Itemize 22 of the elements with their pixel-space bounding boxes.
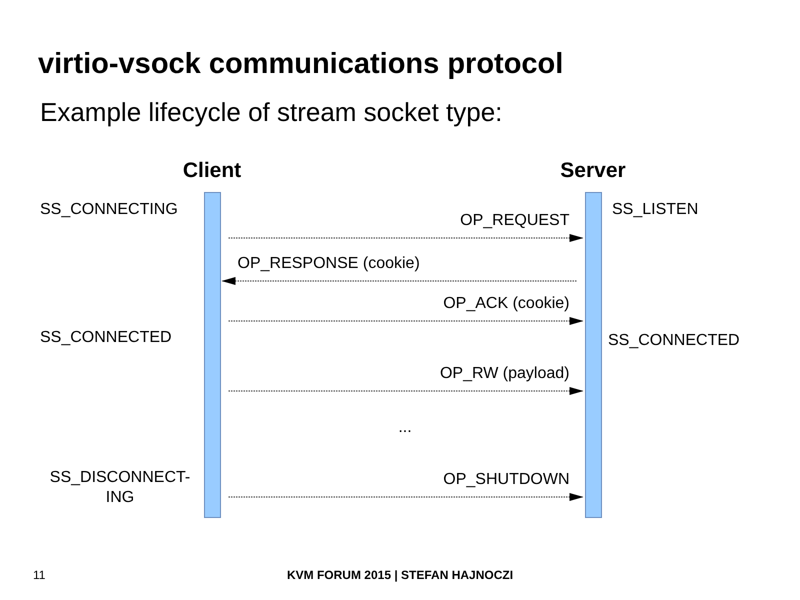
state-label: SS_LISTEN — [612, 200, 700, 220]
state-label: SS_DISCONNECT- ING — [48, 468, 192, 508]
message-arrow — [228, 387, 584, 395]
edge-label: OP_REQUEST — [460, 211, 570, 231]
state-label: SS_CONNECTED — [608, 331, 741, 351]
footer-text: 11 — [33, 567, 46, 583]
subtitle: Example lifecycle of stream socket type: — [40, 96, 504, 128]
message-arrow — [228, 234, 584, 242]
edge-label: OP_SHUTDOWN — [443, 470, 570, 490]
state-label: SS_CONNECTED — [40, 328, 173, 348]
state-label: SS_CONNECTING — [40, 200, 179, 220]
lifeline-heading: Server — [560, 158, 626, 184]
message-arrow — [228, 493, 584, 501]
slide-title: virtio-vsock communications protocol — [38, 47, 564, 82]
ellipsis: ... — [397, 418, 413, 438]
footer-text: KVM FORUM 2015 | STEFAN HAJNOCZI — [286, 567, 514, 583]
lifeline-heading: Client — [182, 158, 242, 184]
edge-label: OP_RW (payload) — [440, 364, 570, 384]
edge-label: OP_ACK (cookie) — [443, 294, 570, 314]
message-arrow — [228, 317, 584, 325]
edge-label: OP_RESPONSE (cookie) — [238, 254, 420, 274]
message-arrow — [221, 277, 577, 285]
